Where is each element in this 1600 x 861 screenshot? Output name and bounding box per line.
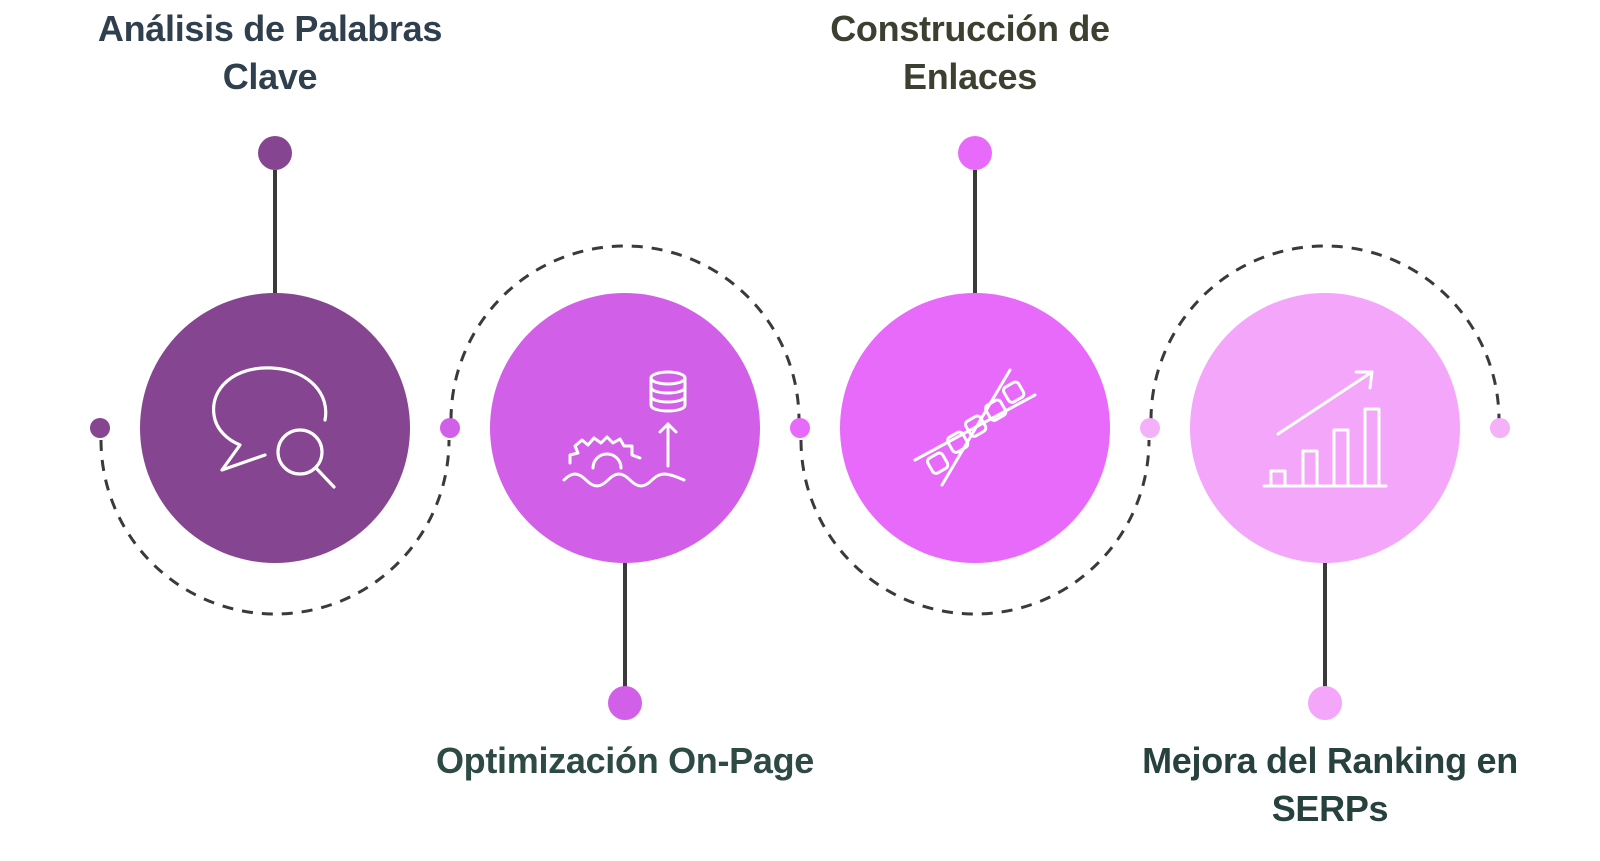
stems <box>273 170 1327 687</box>
connector-arc-2 <box>449 244 801 421</box>
step-2-label: Optimización On-Page <box>380 737 870 785</box>
bar-chart-growth-icon <box>1262 370 1388 488</box>
step-2-circle <box>490 293 760 563</box>
stem-dot-step-3 <box>958 136 992 170</box>
connector-arc-3 <box>799 439 1151 616</box>
connector-dot-end <box>1490 418 1510 438</box>
step-4-label: Mejora del Ranking en SERPs <box>1080 737 1580 833</box>
step-1-label: Análisis de Palabras Clave <box>60 5 480 101</box>
step-3-label-line-1: Construcción de <box>830 8 1110 49</box>
connector-arc-1 <box>99 439 451 616</box>
connector-arc-4 <box>1149 244 1501 421</box>
step-3-label: Construcción de Enlaces <box>760 5 1180 101</box>
step-2-label-line-1: Optimización On-Page <box>435 740 815 781</box>
connector-dot-1 <box>440 418 460 438</box>
step-4-circle <box>1190 293 1460 563</box>
step-1-label-line-2: Clave <box>222 56 318 97</box>
step-4-label-line-1: Mejora del Ranking en <box>1142 740 1518 781</box>
connector-dot-2 <box>790 418 810 438</box>
connector-dot-3 <box>1140 418 1160 438</box>
chain-links-icon <box>913 368 1037 487</box>
stem-dot-step-1 <box>258 136 292 170</box>
stem-dot-step-2 <box>608 686 642 720</box>
step-3-label-line-2: Enlaces <box>903 56 1037 97</box>
dashed-connectors <box>99 244 1501 616</box>
connector-dot-start <box>90 418 110 438</box>
step-1-label-line-1: Análisis de Palabras <box>97 8 443 49</box>
step-1-circle <box>140 293 410 563</box>
step-4-label-line-2: SERPs <box>1271 788 1389 829</box>
gear-database-upgrade-icon <box>562 370 687 488</box>
stem-dot-step-4 <box>1308 686 1342 720</box>
chat-search-icon <box>212 366 336 489</box>
